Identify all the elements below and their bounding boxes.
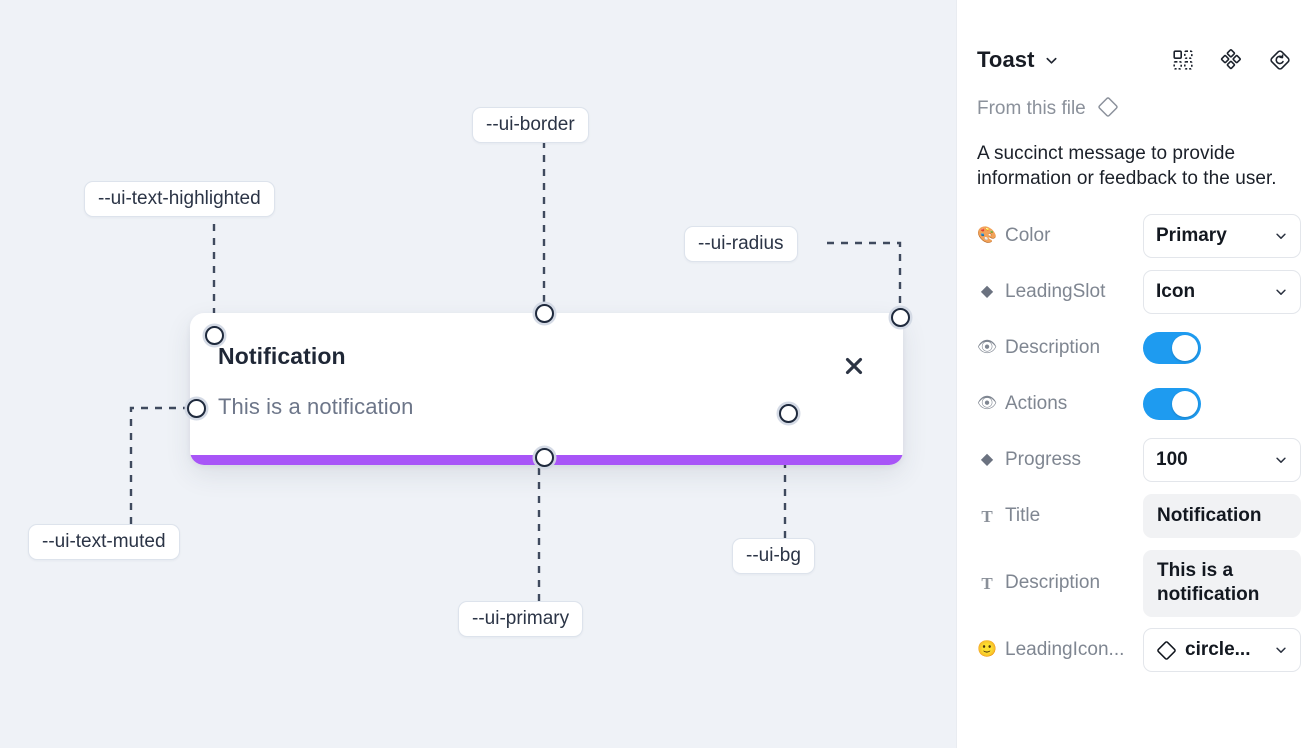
property-control-progress: 100	[1143, 438, 1301, 483]
leadingslot-select-value: Icon	[1156, 281, 1196, 303]
property-name: Description	[1005, 572, 1101, 594]
toast-description: This is a notification	[218, 394, 414, 419]
eye-icon: 👁	[977, 339, 998, 357]
property-control-description-text: This is a notification	[1143, 549, 1301, 617]
wire-radius	[827, 241, 902, 317]
anchor-dot-border[interactable]	[534, 303, 554, 323]
property-label-leadingslot: ◆ LeadingSlot	[977, 281, 1143, 303]
property-label-color: 🎨 Color	[977, 225, 1143, 247]
actions-toggle[interactable]	[1143, 388, 1201, 421]
diamond-icon	[1156, 640, 1177, 661]
from-this-file-label: From this file	[977, 98, 1086, 119]
diamond-icon: ◆	[980, 451, 994, 469]
token-chip-primary[interactable]: --ui-primary	[458, 601, 584, 637]
anchor-dot-primary[interactable]	[534, 447, 554, 467]
leadingicon-select-value: circle...	[1185, 639, 1251, 661]
token-chip-text-muted[interactable]: --ui-text-muted	[28, 524, 180, 560]
property-row-description-toggle: 👁 Description	[977, 326, 1292, 371]
chevron-down-icon[interactable]	[1044, 53, 1059, 68]
page-title: Toast	[977, 47, 1035, 72]
component-set-icon[interactable]	[1172, 49, 1194, 71]
token-chip-radius[interactable]: --ui-radius	[684, 226, 798, 262]
from-this-file-row: From this file	[977, 94, 1292, 124]
property-name: LeadingIcon...	[1005, 639, 1125, 661]
chevron-down-icon	[1274, 229, 1288, 243]
property-label-description-toggle: 👁 Description	[977, 337, 1143, 359]
toast-title: Notification	[218, 343, 346, 369]
component-description: A succinct message to provide informatio…	[977, 143, 1277, 190]
progress-select-value: 100	[1156, 449, 1188, 471]
property-name: Color	[1005, 225, 1051, 247]
toast-card[interactable]: Notification This is a notification	[190, 313, 903, 465]
property-name: Progress	[1005, 449, 1082, 471]
property-control-actions-toggle	[1143, 388, 1292, 421]
properties-panel: Toast	[956, 0, 1312, 748]
property-name: Title	[1005, 505, 1041, 527]
property-name: Actions	[1005, 393, 1068, 415]
anchor-dot-text-highlighted[interactable]	[204, 325, 224, 345]
chevron-down-icon	[1274, 643, 1288, 657]
chevron-down-icon	[1274, 453, 1288, 467]
diamond-icon	[1097, 96, 1119, 123]
close-icon[interactable]	[841, 353, 867, 379]
property-row-color: 🎨 Color Primary	[977, 214, 1301, 259]
description-toggle[interactable]	[1143, 332, 1201, 365]
description-field[interactable]: This is a notification	[1143, 549, 1301, 617]
property-label-progress: ◆ Progress	[977, 449, 1143, 471]
toggle-knob	[1172, 391, 1198, 418]
variants-icon[interactable]	[1220, 49, 1242, 71]
property-label-title: T Title	[977, 505, 1143, 527]
anchor-dot-bg[interactable]	[778, 403, 798, 423]
leadingslot-select[interactable]: Icon	[1143, 270, 1301, 315]
reset-instance-icon[interactable]	[1268, 48, 1292, 72]
leadingicon-select[interactable]: circle...	[1143, 628, 1301, 673]
design-canvas[interactable]: Notification This is a notification --ui…	[0, 0, 956, 748]
eye-icon: 👁	[977, 395, 998, 413]
anchor-dot-text-muted[interactable]	[186, 398, 206, 418]
property-row-title: T Title Notification	[977, 494, 1301, 539]
token-chip-bg[interactable]: --ui-bg	[732, 538, 815, 574]
property-row-actions-toggle: 👁 Actions	[977, 382, 1292, 427]
text-icon: T	[981, 506, 993, 526]
property-label-actions-toggle: 👁 Actions	[977, 393, 1143, 415]
text-icon: T	[981, 573, 993, 593]
token-chip-text-highlighted[interactable]: --ui-text-highlighted	[84, 181, 275, 217]
property-control-leadingicon: circle...	[1143, 628, 1301, 673]
property-control-leadingslot: Icon	[1143, 270, 1301, 315]
property-row-leadingicon: 🙂 LeadingIcon... circle...	[977, 628, 1301, 673]
property-control-color: Primary	[1143, 214, 1301, 259]
title-field[interactable]: Notification	[1143, 494, 1301, 539]
anchor-dot-radius[interactable]	[890, 307, 910, 327]
property-control-title: Notification	[1143, 494, 1301, 539]
property-name: Description	[1005, 337, 1101, 359]
color-select[interactable]: Primary	[1143, 214, 1301, 259]
property-name: LeadingSlot	[1005, 281, 1106, 303]
token-chip-border[interactable]: --ui-border	[472, 107, 589, 143]
diamond-icon: ◆	[980, 283, 994, 301]
property-control-description-toggle	[1143, 332, 1292, 365]
properties-list: 🎨 Color Primary ◆ LeadingSlot	[977, 214, 1301, 673]
property-row-leadingslot: ◆ LeadingSlot Icon	[977, 270, 1301, 315]
property-label-description-text: T Description	[977, 572, 1143, 594]
smiley-icon: 🙂	[977, 641, 997, 659]
color-select-value: Primary	[1156, 225, 1227, 247]
wire-text-muted	[129, 406, 196, 524]
property-label-leadingicon: 🙂 LeadingIcon...	[977, 639, 1143, 661]
panel-header-actions	[1172, 48, 1292, 72]
property-row-description-text: T Description This is a notification	[977, 549, 1301, 617]
property-row-progress: ◆ Progress 100	[977, 438, 1301, 483]
chevron-down-icon	[1274, 285, 1288, 299]
toggle-knob	[1172, 335, 1198, 362]
panel-header: Toast	[977, 32, 1292, 88]
palette-icon: 🎨	[977, 227, 997, 245]
progress-select[interactable]: 100	[1143, 438, 1301, 483]
